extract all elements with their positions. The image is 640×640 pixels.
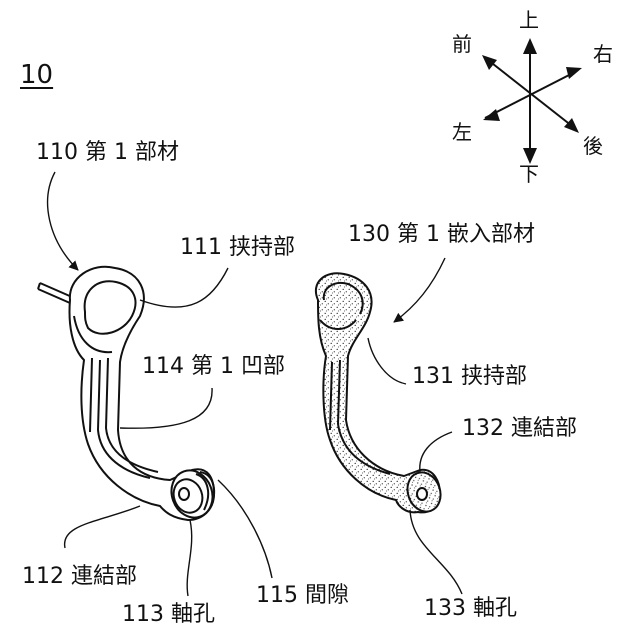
label-clamp-part-111: 111 挟持部 bbox=[180, 237, 295, 259]
direction-front-label: 前 bbox=[452, 34, 472, 54]
direction-back-label: 後 bbox=[583, 136, 603, 156]
label-connecting-part-112: 112 連結部 bbox=[22, 566, 137, 588]
direction-compass bbox=[482, 38, 582, 164]
label-first-recess: 114 第 1 凹部 bbox=[142, 356, 285, 378]
label-first-fitting-member: 130 第 1 嵌入部材 bbox=[348, 224, 535, 246]
arrow-up-icon bbox=[523, 38, 537, 54]
direction-left-label: 左 bbox=[452, 122, 472, 142]
label-connecting-part-132: 132 連結部 bbox=[462, 418, 577, 440]
label-clamp-part-131: 131 挟持部 bbox=[412, 366, 527, 388]
first-fitting-member-drawing bbox=[316, 273, 446, 516]
label-gap-115: 115 間隙 bbox=[256, 585, 349, 607]
direction-up-label: 上 bbox=[519, 10, 539, 30]
direction-down-label: 下 bbox=[519, 164, 539, 184]
arrow-right-icon bbox=[566, 67, 582, 79]
label-shaft-hole-113: 113 軸孔 bbox=[122, 604, 215, 626]
label-shaft-hole-133: 133 軸孔 bbox=[424, 598, 517, 620]
label-first-member: 110 第 1 部材 bbox=[36, 142, 179, 164]
figure-number: 10 bbox=[20, 62, 53, 88]
direction-right-label: 右 bbox=[593, 44, 613, 64]
arrow-front-icon bbox=[482, 55, 497, 70]
